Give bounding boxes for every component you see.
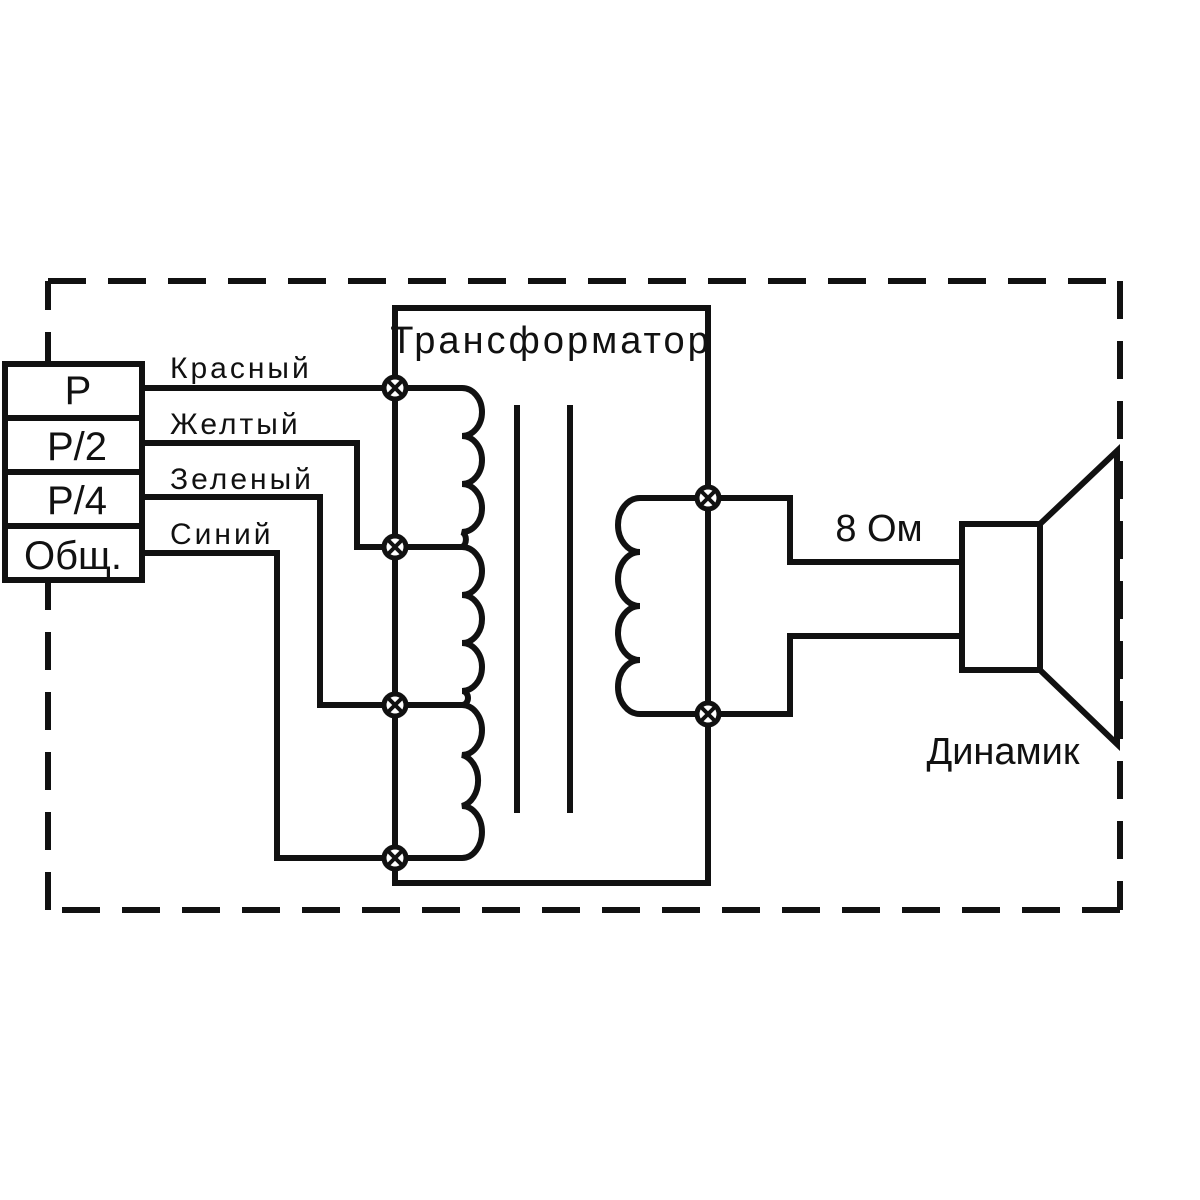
- transformer: Трансформатор: [390, 305, 712, 886]
- node-primary-top: [381, 374, 409, 402]
- terminal-block: P P/2 P/4 Общ.: [2, 361, 145, 583]
- wire-label-yellow: Желтый: [170, 408, 301, 441]
- node-primary-quarter: [381, 691, 409, 719]
- secondary-coil: [615, 495, 711, 717]
- terminal-label-common: Общ.: [24, 534, 122, 578]
- terminal-label-p2: P/2: [47, 425, 107, 469]
- speaker-magnet: [959, 521, 1043, 673]
- speaker-label: Динамик: [926, 731, 1079, 773]
- transformer-frame: [392, 305, 711, 886]
- speaker-cone: [1037, 444, 1120, 752]
- terminal-label-p: P: [65, 369, 92, 413]
- node-secondary-bottom: [694, 700, 722, 728]
- node-secondary-top: [694, 484, 722, 512]
- wire-green: [139, 494, 398, 708]
- impedance-label: 8 Ом: [835, 508, 922, 550]
- primary-coil: [392, 385, 485, 861]
- wire-label-red: Красный: [170, 352, 312, 385]
- speaker-wire-top: [705, 495, 965, 565]
- wire-label-blue: Синий: [170, 518, 274, 551]
- wire-yellow: [139, 440, 398, 550]
- wire-label-green: Зеленый: [170, 463, 314, 496]
- node-primary-common: [381, 844, 409, 872]
- wire-blue: [139, 550, 398, 861]
- terminal-label-p4: P/4: [47, 479, 107, 523]
- transformer-label: Трансформатор: [390, 320, 712, 362]
- speaker-wire-bottom: [705, 633, 965, 717]
- speaker-icon: [959, 444, 1120, 752]
- node-primary-half: [381, 533, 409, 561]
